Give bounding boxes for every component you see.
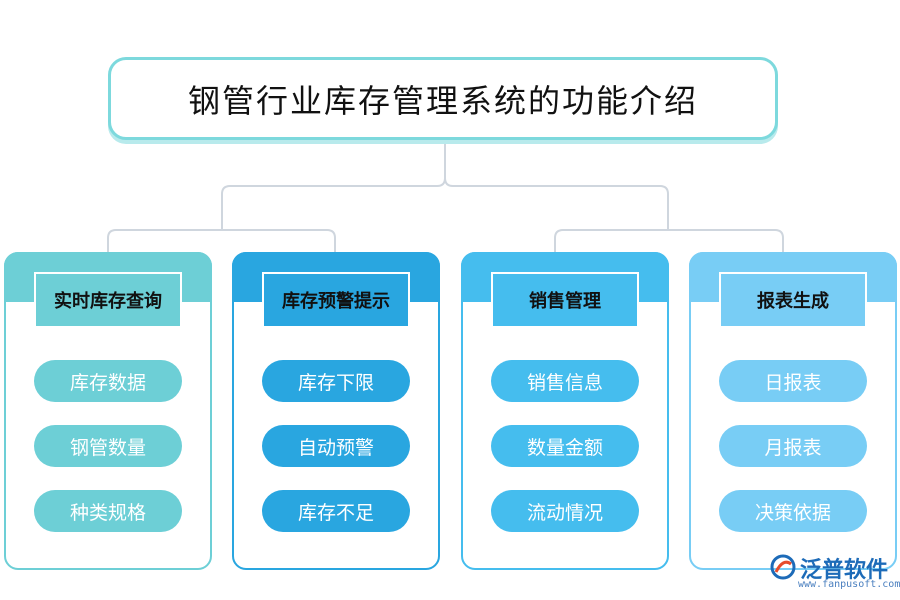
item-pill: 库存下限 [262, 360, 410, 402]
column-header: 库存预警提示 [262, 272, 410, 328]
column-header: 销售管理 [491, 272, 639, 328]
column-realtime-query: 实时库存查询 库存数据 钢管数量 种类规格 [4, 252, 212, 570]
item-pill: 数量金额 [491, 425, 639, 467]
brand-logo: 泛普软件 www.fanpusoft.com [768, 550, 900, 594]
item-pill: 决策依据 [719, 490, 867, 532]
item-pill: 自动预警 [262, 425, 410, 467]
item-pill: 库存不足 [262, 490, 410, 532]
item-pill: 钢管数量 [34, 425, 182, 467]
item-pill: 库存数据 [34, 360, 182, 402]
item-pill: 种类规格 [34, 490, 182, 532]
logo-name: 泛普软件 [800, 558, 889, 583]
column-sales-management: 销售管理 销售信息 数量金额 流动情况 [461, 252, 669, 570]
logo-url: www.fanpusoft.com [798, 579, 900, 590]
column-stock-alert: 库存预警提示 库存下限 自动预警 库存不足 [232, 252, 440, 570]
column-header: 报表生成 [719, 272, 867, 328]
column-report-generation: 报表生成 日报表 月报表 决策依据 [689, 252, 897, 570]
item-pill: 月报表 [719, 425, 867, 467]
diagram-title: 钢管行业库存管理系统的功能介绍 [187, 81, 698, 120]
item-pill: 日报表 [719, 360, 867, 402]
column-header: 实时库存查询 [34, 272, 182, 328]
title-box: 钢管行业库存管理系统的功能介绍 [108, 57, 778, 140]
item-pill: 流动情况 [491, 490, 639, 532]
item-pill: 销售信息 [491, 360, 639, 402]
logo-icon [770, 554, 796, 580]
